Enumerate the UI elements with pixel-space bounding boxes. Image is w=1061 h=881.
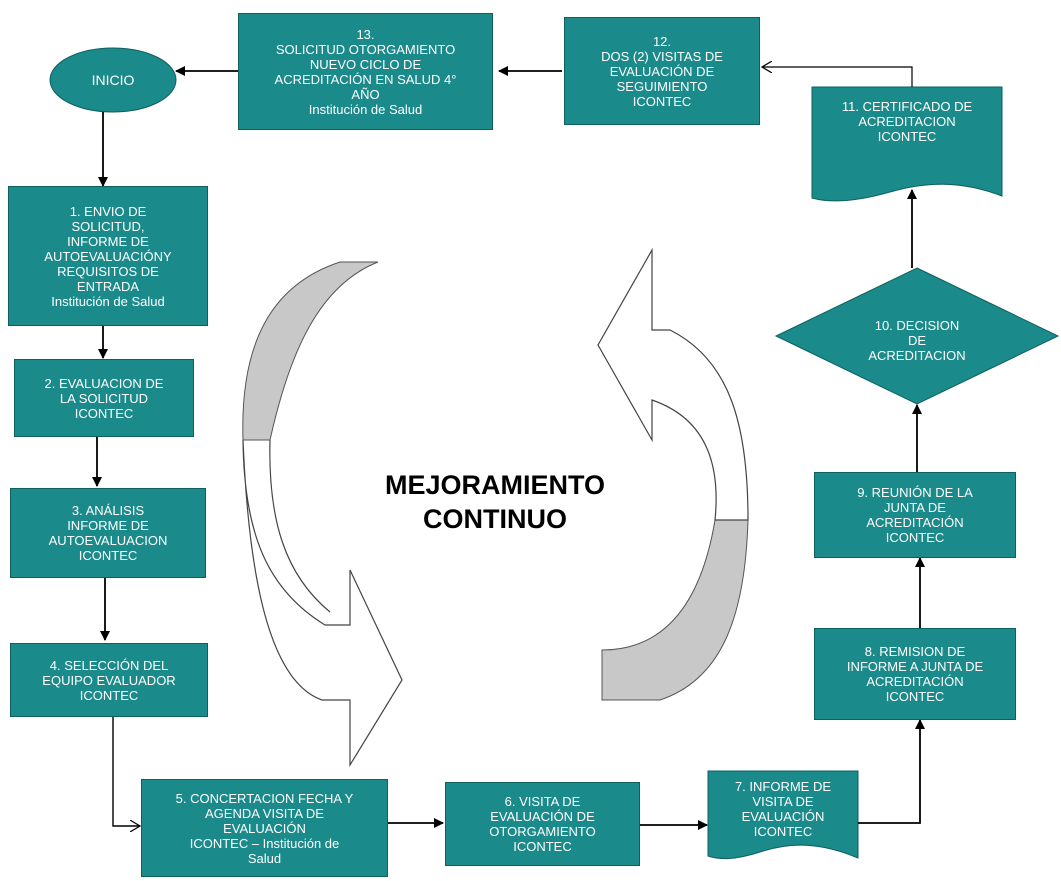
node-11-shape — [811, 86, 1003, 202]
cycle-arrow-left — [242, 261, 403, 768]
node-5-box: 5. CONCERTACION FECHA Y AGENDA VISITA DE… — [141, 779, 388, 877]
node-7-label: 7. INFORME DE VISITA DE EVALUACIÓN ICONT… — [734, 779, 832, 839]
center-label-mejoramiento-continuo: MEJORAMIENTO CONTINUO — [384, 470, 606, 534]
node-11-label: 11. CERTIFICADO DE ACREDITACION ICONTEC — [841, 99, 973, 144]
arrow-11-to-12 — [762, 67, 913, 87]
node-12-box: 12. DOS (2) VISITAS DE EVALUACIÓN DE SEG… — [564, 17, 760, 125]
connectors — [92, 67, 925, 826]
node-8-box: 8. REMISION DE INFORME A JUNTA DE ACREDI… — [814, 628, 1016, 720]
node-13-label: 13. SOLICITUD OTORGAMIENTO NUEVO CICLO D… — [274, 26, 457, 117]
node-12-label: 12. DOS (2) VISITAS DE EVALUACIÓN DE SEG… — [601, 33, 723, 109]
node-6-label: 6. VISITA DE EVALUACIÓN DE OTORGAMIENTO … — [489, 794, 596, 854]
start-oval — [49, 47, 177, 113]
node-3-box: 3. ANÁLISIS INFORME DE AUTOEVALUACION IC… — [10, 488, 206, 578]
node-8-label: 8. REMISION DE INFORME A JUNTA DE ACREDI… — [846, 644, 984, 704]
node-1-box: 1. ENVIO DE SOLICITUD, INFORME DE AUTOEV… — [8, 186, 208, 326]
node-9-label: 9. REUNIÓN DE LA JUNTA DE ACREDITACIÓN I… — [857, 485, 973, 545]
node-2-label: 2. EVALUACION DE LA SOLICITUD ICONTEC — [44, 375, 164, 421]
node-2-box: 2. EVALUACION DE LA SOLICITUD ICONTEC — [14, 359, 194, 437]
node-4-box: 4. SELECCIÓN DEL EQUIPO EVALUADOR ICONTE… — [10, 643, 208, 717]
node-7-shape — [707, 770, 859, 860]
node-1-label: 1. ENVIO DE SOLICITUD, INFORME DE AUTOEV… — [44, 203, 172, 309]
node-9-box: 9. REUNIÓN DE LA JUNTA DE ACREDITACIÓN I… — [814, 472, 1016, 558]
start-label: INICIO — [91, 72, 135, 88]
node-6-box: 6. VISITA DE EVALUACIÓN DE OTORGAMIENTO … — [445, 782, 640, 866]
arrow-7-to-8 — [858, 719, 925, 824]
arrow-4-to-5 — [112, 717, 140, 826]
node-13-box: 13. SOLICITUD OTORGAMIENTO NUEVO CICLO D… — [238, 13, 493, 130]
cycle-arrow-right — [597, 247, 749, 701]
node-10-label: 10. DECISION DE ACREDITACION — [868, 317, 966, 363]
node-5-label: 5. CONCERTACION FECHA Y AGENDA VISITA DE… — [175, 790, 354, 866]
node-4-label: 4. SELECCIÓN DEL EQUIPO EVALUADOR ICONTE… — [42, 657, 176, 703]
node-3-label: 3. ANÁLISIS INFORME DE AUTOEVALUACION IC… — [48, 503, 168, 563]
